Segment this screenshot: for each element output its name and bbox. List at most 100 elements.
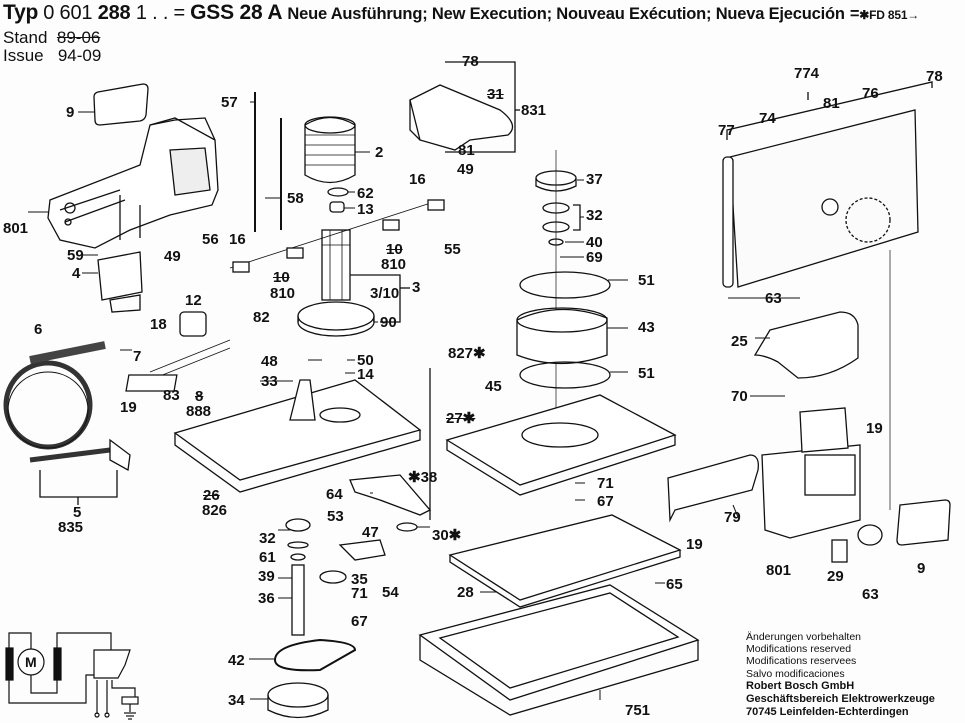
- part-label[interactable]: 49: [164, 248, 181, 265]
- part-label[interactable]: 810: [270, 285, 296, 302]
- part-label[interactable]: 63: [765, 290, 782, 307]
- part-label[interactable]: 19: [686, 536, 703, 553]
- part-label[interactable]: 801: [766, 562, 792, 579]
- part-label[interactable]: 79: [724, 509, 741, 526]
- typ-label: Typ: [3, 1, 39, 24]
- part-label[interactable]: 831: [521, 102, 547, 119]
- part-label[interactable]: 82: [253, 309, 270, 326]
- part-label-obsolete[interactable]: 27✱: [446, 410, 476, 427]
- part-label[interactable]: 32: [259, 530, 276, 547]
- part-label[interactable]: 6: [34, 321, 43, 338]
- part-label-obsolete[interactable]: 10: [386, 241, 403, 258]
- part-label[interactable]: 43: [638, 319, 655, 336]
- part-label[interactable]: 71: [597, 475, 614, 492]
- part-label[interactable]: 39: [258, 568, 275, 585]
- part-label[interactable]: 5: [73, 504, 82, 521]
- part-label[interactable]: 13: [357, 201, 374, 218]
- part-label[interactable]: 16: [229, 231, 246, 248]
- part-label[interactable]: 81: [823, 95, 840, 112]
- part-label[interactable]: 57: [221, 94, 238, 111]
- part-label[interactable]: 810: [381, 256, 407, 273]
- part-label[interactable]: 42: [228, 652, 245, 669]
- part-label[interactable]: 74: [759, 110, 776, 127]
- part-label[interactable]: 4: [72, 265, 81, 282]
- part-label[interactable]: 9: [917, 560, 926, 577]
- part-label[interactable]: 29: [827, 568, 844, 585]
- part-label[interactable]: 35: [351, 571, 368, 588]
- company-division: Geschäftsbereich Elektrowerkzeuge: [746, 692, 935, 705]
- part-label[interactable]: 90: [380, 314, 397, 331]
- part-label[interactable]: 9: [66, 104, 75, 121]
- part-label[interactable]: 774: [794, 65, 820, 82]
- part-label[interactable]: 751: [625, 702, 651, 719]
- part-label[interactable]: 37: [586, 171, 603, 188]
- part-label[interactable]: 33: [261, 373, 278, 390]
- part-label[interactable]: 71: [351, 585, 368, 602]
- part-label[interactable]: 40: [586, 234, 603, 251]
- part-label-obsolete[interactable]: 31: [487, 86, 504, 103]
- part-label[interactable]: 48: [261, 353, 278, 370]
- part-label[interactable]: 65: [666, 576, 683, 593]
- part-label[interactable]: 49: [457, 161, 474, 178]
- part-label[interactable]: 70: [731, 388, 748, 405]
- pad-plate-part: [445, 394, 677, 496]
- part-label[interactable]: 14: [357, 366, 374, 383]
- part-label[interactable]: 888: [186, 403, 212, 420]
- part-label[interactable]: 76: [862, 85, 879, 102]
- part-label[interactable]: 51: [638, 365, 655, 382]
- part-label[interactable]: 50: [357, 352, 374, 369]
- part-label[interactable]: 827✱: [448, 345, 486, 362]
- part-label[interactable]: ✱38: [408, 469, 438, 486]
- footer-line: Modifications reserved: [746, 643, 852, 656]
- part-label-obsolete[interactable]: 26: [203, 487, 220, 504]
- part-label[interactable]: 826: [202, 502, 228, 519]
- part-label[interactable]: 32: [586, 207, 603, 224]
- part-label[interactable]: 835: [58, 519, 84, 536]
- part-label[interactable]: 81: [458, 142, 475, 159]
- part-label[interactable]: 64: [326, 486, 343, 503]
- part-label[interactable]: 19: [120, 399, 137, 416]
- part-label[interactable]: 36: [258, 590, 275, 607]
- part-label[interactable]: 77: [718, 122, 735, 139]
- part-label[interactable]: 16: [409, 171, 426, 188]
- part-label[interactable]: 83: [163, 387, 180, 404]
- company-name: Robert Bosch GmbH: [746, 679, 855, 692]
- part-label[interactable]: 61: [259, 549, 276, 566]
- part-label[interactable]: 67: [351, 613, 368, 630]
- part-label[interactable]: 28: [457, 584, 474, 601]
- part-label-obsolete[interactable]: 8: [195, 388, 204, 405]
- part-label[interactable]: 18: [150, 316, 167, 333]
- part-label[interactable]: 801: [3, 220, 29, 237]
- part-label[interactable]: 45: [485, 378, 502, 395]
- stand-label: Stand: [3, 28, 48, 47]
- sanding-sheet-part: [722, 109, 919, 288]
- part-label[interactable]: 51: [638, 272, 655, 289]
- issue-value: 94-09: [57, 46, 102, 65]
- part-label[interactable]: 78: [926, 68, 943, 85]
- issue-label: Issue: [3, 46, 44, 65]
- part-label[interactable]: 63: [862, 586, 879, 603]
- part-label[interactable]: 34: [228, 692, 245, 709]
- part-label[interactable]: 3: [412, 279, 421, 296]
- part-label[interactable]: 56: [202, 231, 219, 248]
- part-label[interactable]: 7: [133, 348, 142, 365]
- part-label[interactable]: 58: [287, 190, 304, 207]
- part-label[interactable]: 30✱: [432, 527, 462, 544]
- part-label[interactable]: 55: [444, 241, 461, 258]
- part-label[interactable]: 2: [375, 144, 384, 161]
- part-label[interactable]: 67: [597, 493, 614, 510]
- part-label[interactable]: 19: [866, 420, 883, 437]
- part-label[interactable]: 59: [67, 247, 84, 264]
- base-plate-part: [173, 379, 422, 493]
- part-label-obsolete[interactable]: 10: [273, 269, 290, 286]
- part-label[interactable]: 78: [462, 53, 479, 70]
- part-label[interactable]: 25: [731, 333, 748, 350]
- part-label[interactable]: 47: [362, 524, 379, 541]
- part-label[interactable]: 54: [382, 584, 399, 601]
- part-label[interactable]: 53: [327, 508, 344, 525]
- part-label[interactable]: 3/10: [370, 285, 400, 302]
- part-label[interactable]: 62: [357, 185, 374, 202]
- part-label[interactable]: 12: [185, 292, 202, 309]
- part-label[interactable]: 69: [586, 249, 603, 266]
